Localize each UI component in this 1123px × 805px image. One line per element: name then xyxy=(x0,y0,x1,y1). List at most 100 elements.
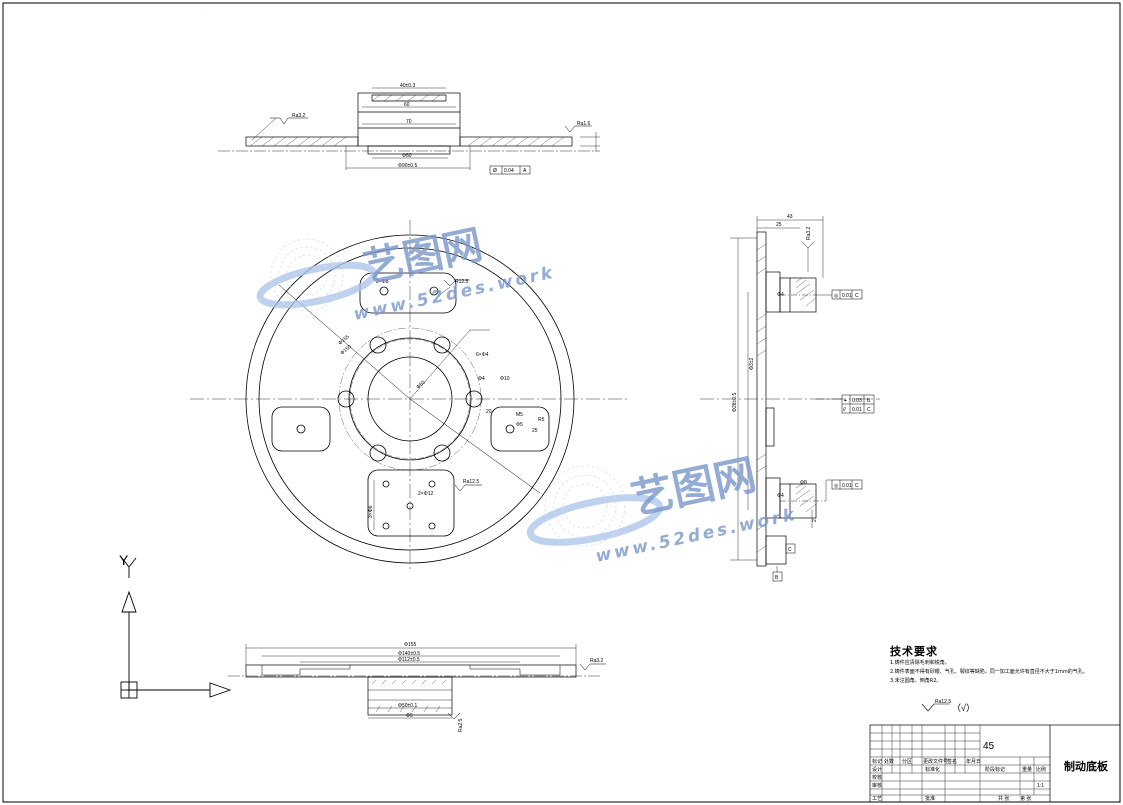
sheet-number: 第 张 xyxy=(1020,795,1031,802)
row-label-process: 工艺 xyxy=(872,796,882,802)
note-roughness: Ra12.5 xyxy=(935,699,951,705)
dim-3x6: 3×Φ6 xyxy=(368,505,374,518)
dim-phi10: Φ10 xyxy=(500,376,510,382)
tol3-datum: C xyxy=(867,407,871,413)
ucs-y-label: Y xyxy=(200,9,201,11)
dim-phi50: Φ50 xyxy=(415,380,426,391)
tol4-symbol: ◎ xyxy=(834,483,839,489)
dim-phi5: Φ5 xyxy=(516,422,523,428)
tol-value: 0.04 xyxy=(504,168,514,174)
title-block-text: 45 制动底板 标记 设计 校核 审核 工艺 处数 分区 更改文件号 签名 年月… xyxy=(872,741,1109,802)
dim-20: 20 xyxy=(486,409,492,415)
scale-value: 1:1 xyxy=(1037,783,1044,789)
technical-requirements: 技术要求 1.铸件应清除毛刺和锐角。 2.铸件表面不得有砂眼、气孔、裂纹等缺陷，… xyxy=(890,643,1088,686)
dim-bottom-phi5: Φ5 xyxy=(406,713,413,719)
dim-bore-90: Φ90±0.5 xyxy=(398,163,417,169)
dim-phi28: Φ28±0.5 xyxy=(732,393,738,412)
dim-bottom-140: Φ140±0.5 xyxy=(398,651,420,657)
dim-side-2: 2 xyxy=(812,519,818,522)
dim-side-phi4-a: Φ4 xyxy=(777,292,784,298)
dim-phi4: Φ4 xyxy=(478,376,485,382)
tol-datum: A xyxy=(523,168,527,174)
roughness-top-right: Ra1.6 xyxy=(577,121,591,127)
hdr-zone: 分区 xyxy=(902,758,912,765)
dim-phi3: Φ3±2 xyxy=(749,357,755,370)
tol4-datum: C xyxy=(855,483,859,489)
dim-25: 25 xyxy=(532,428,538,434)
row-label-check: 校核 xyxy=(872,774,882,781)
side-section-view xyxy=(700,216,880,582)
watermark-brand: 艺图网 xyxy=(627,450,760,524)
roughness-plan: Ra12.5 xyxy=(463,479,479,485)
hdr-count: 处数 xyxy=(884,758,894,765)
dim-bore-60: Φ60 xyxy=(402,153,412,159)
watermark-top: 艺图网 www.52des.work xyxy=(256,222,557,325)
top-section-view xyxy=(218,87,600,175)
dim-side-phi4-b: Φ4 xyxy=(777,493,784,499)
cell-stage: 阶段标记 xyxy=(985,766,1005,773)
dim-width-40: 40±0.3 xyxy=(400,83,415,89)
top-view-labels: 40±0.3 60 70 Φ60 Φ90±0.5 Ra3.2 Ra1.6 Ø 0… xyxy=(292,83,591,174)
sheet-total: 共 张 xyxy=(998,795,1009,802)
dim-width-60: 60 xyxy=(404,102,410,108)
datum-b: B xyxy=(775,575,779,581)
dim-bottom-155: Φ155 xyxy=(404,642,417,648)
watermark-bottom: 艺图网 www.52des.work xyxy=(526,450,799,567)
tol1-value: 0.01 xyxy=(842,293,852,299)
dim-side-phi8: Φ8 xyxy=(800,480,807,486)
tol2-value: 0.03 xyxy=(852,398,862,404)
ucs-y-text: Y xyxy=(119,552,129,568)
row-label-mark: 标记 xyxy=(872,758,882,765)
dim-r12-5: R12.5 xyxy=(455,279,469,285)
dim-r5: R5 xyxy=(538,417,545,423)
bottom-section-view xyxy=(228,644,606,720)
cell-standard: 标准化 xyxy=(925,766,940,773)
dim-m5: M5 xyxy=(516,412,523,418)
tech-title: 技术要求 xyxy=(890,645,938,658)
tech-note-3: 3.未注圆角、倒角R2。 xyxy=(890,678,942,684)
tol-symbol: Ø xyxy=(493,168,497,174)
tech-note-2: 2.铸件表面不得有砂眼、气孔、裂纹等缺陷，同一加工面允许有直径不大于1mm的气孔… xyxy=(890,669,1088,675)
material: 45 xyxy=(983,741,995,752)
hdr-change-doc: 更改文件号 xyxy=(923,758,948,765)
cell-scale: 比例 xyxy=(1036,766,1046,773)
hdr-sign: 签名 xyxy=(947,758,957,765)
roughness-top-left: Ra3.2 xyxy=(292,113,306,119)
dim-2x8: 2×Φ8 xyxy=(376,279,389,285)
hdr-date: 年月日 xyxy=(966,758,981,765)
tol3-symbol: // xyxy=(843,407,846,413)
row-label-design: 设计 xyxy=(872,766,882,773)
roughness-bottom: Ra2.5 xyxy=(458,718,464,732)
cell-weight: 重量 xyxy=(1022,766,1032,773)
dim-25: 25 xyxy=(776,222,782,228)
dim-width-70: 70 xyxy=(406,119,412,125)
roughness-note-symbol xyxy=(921,703,950,712)
title-block xyxy=(869,724,1121,803)
side-view-labels: 43 25 Ra3.2 Φ4 Φ4 Φ3±2 Φ28±0.5 Φ8 2 ◎ 0.… xyxy=(732,214,871,581)
roughness-side: Ra3.2 xyxy=(806,226,812,240)
cell-approve: 批准 xyxy=(925,795,935,802)
dim-6x4: 6×Φ4 xyxy=(476,352,489,358)
watermark-site: www.52des.work xyxy=(594,505,799,567)
watermark-globe-icon xyxy=(526,465,664,547)
tol2-symbol: ⌖ xyxy=(844,398,847,404)
tech-note-1: 1.铸件应清除毛刺和锐角。 xyxy=(890,660,950,666)
tol1-symbol: ◎ xyxy=(834,293,839,299)
ucs-icon xyxy=(120,557,232,699)
dim-2x12: 2×Φ12 xyxy=(418,491,433,497)
row-label-review: 审核 xyxy=(872,782,882,789)
roughness-bottom-right: Ra3.2 xyxy=(590,658,604,664)
tol2-datum: B xyxy=(867,398,871,404)
tol3-value: 0.01 xyxy=(852,407,862,413)
part-name: 制动底板 xyxy=(1064,759,1109,773)
datum-c: C xyxy=(788,547,792,553)
dim-bottom-50: Φ50±0.1 xyxy=(398,703,417,709)
dim-bottom-112: Φ112±0.5 xyxy=(398,657,420,663)
watermark-globe-icon xyxy=(256,238,378,312)
note-other: （√） xyxy=(952,703,975,713)
bottom-view-labels: Φ155 Φ140±0.5 Φ112±0.5 Φ50±0.1 Φ5 Ra3.2 … xyxy=(398,642,604,732)
tol1-datum: C xyxy=(855,293,859,299)
tol4-value: 0.01 xyxy=(842,483,852,489)
dim-43: 43 xyxy=(787,214,793,220)
